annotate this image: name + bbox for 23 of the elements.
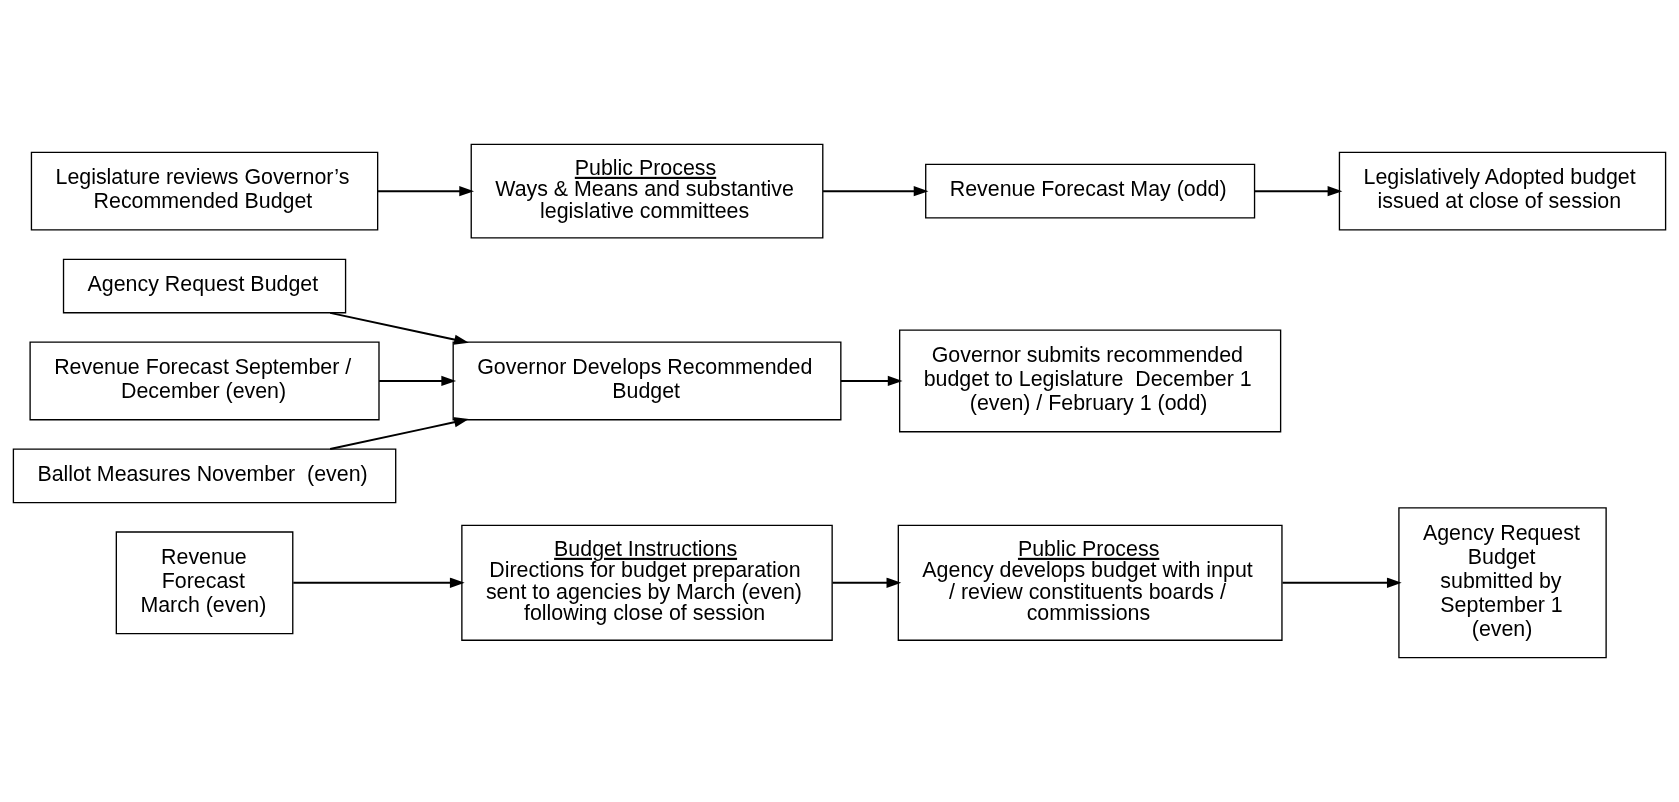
arrow — [377, 185, 475, 197]
arrow — [1282, 577, 1402, 588]
arrow — [1254, 185, 1343, 197]
node-box: Ballot Measures November (even) — [12, 448, 397, 504]
node-box: Revenue Forecast September / December (even) — [29, 341, 380, 421]
node-box: Revenue Forecast March (even) — [115, 531, 294, 635]
arrow — [329, 417, 469, 451]
node-box: Public Process Agency develops budget with input / review constituents boards / commissions — [897, 524, 1283, 641]
node-box: Agency Request Budget — [62, 258, 347, 314]
node-box: Governor Develops Recommended Budget — [452, 341, 842, 421]
node-box: Budget Instructions Directions for budget preparation sent to agencies by March (even) following close of session — [461, 524, 833, 641]
arrow — [379, 375, 457, 387]
node-box: Governor submits recommended budget to Legislature December 1 (even) / February 1 (odd) — [899, 329, 1282, 433]
node-box: Legislature reviews Governor’s Recommended Budget — [30, 151, 379, 231]
node-box: Agency Request Budget submitted by September 1 (even) — [1398, 507, 1607, 659]
arrow — [840, 375, 903, 387]
node-box: Public Process Ways & Means and substantive legislative committees — [470, 143, 824, 239]
arrow — [293, 577, 465, 588]
node-box: Legislatively Adopted budget issued at close of session — [1338, 151, 1667, 231]
arrow — [832, 577, 902, 588]
arrow — [823, 185, 929, 197]
node-box: Revenue Forecast May (odd) — [925, 163, 1256, 219]
arrow — [329, 311, 469, 345]
